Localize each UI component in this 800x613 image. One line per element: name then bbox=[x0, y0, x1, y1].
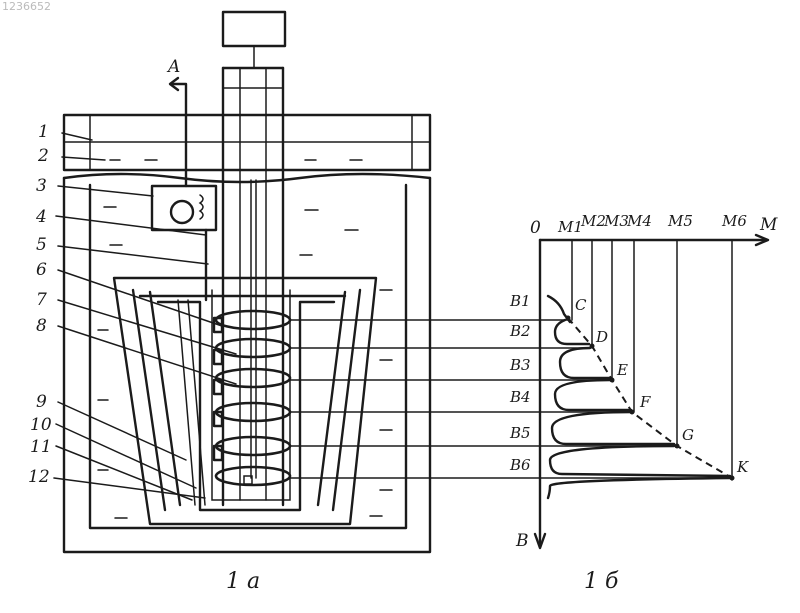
part-label-3: 3 bbox=[36, 176, 47, 196]
motor bbox=[223, 12, 285, 46]
m-label-1: M1 bbox=[557, 218, 583, 236]
part-label-11: 11 bbox=[30, 437, 52, 457]
b-label-3: B3 bbox=[509, 356, 531, 374]
apparatus: A 1 2 3 4 5 6 7 8 9 10 11 12 bbox=[28, 12, 730, 552]
m-label-4: M4 bbox=[626, 212, 652, 230]
caption-a: 1 a bbox=[226, 569, 260, 594]
outer-vessel bbox=[64, 178, 430, 552]
hairpin-traces bbox=[548, 296, 730, 498]
part-label-10: 10 bbox=[30, 415, 52, 435]
m-label-2: M2 bbox=[580, 212, 606, 230]
part-label-2: 2 bbox=[37, 146, 49, 166]
m-label-5: M5 bbox=[667, 212, 693, 230]
b-label-1: B1 bbox=[509, 292, 531, 310]
b-label-6: B6 bbox=[509, 456, 531, 474]
point-label-e: E bbox=[616, 361, 628, 379]
part-label-4: 4 bbox=[35, 207, 47, 227]
profile-diagram: 0 M B M1 M2 M3 M4 M5 M6 B1 B2 B3 B4 B5 B… bbox=[509, 212, 778, 551]
b-label-4: B4 bbox=[509, 388, 531, 406]
b-label-5: B5 bbox=[509, 424, 531, 442]
part-label-1: 1 bbox=[38, 122, 49, 142]
x-axis-label: M bbox=[759, 215, 778, 235]
probes bbox=[214, 318, 222, 460]
part-label-12: 12 bbox=[28, 467, 50, 487]
y-axis-label: B bbox=[515, 531, 529, 551]
part-label-9: 9 bbox=[36, 392, 47, 412]
m-label-6: M6 bbox=[721, 212, 747, 230]
part-label-5: 5 bbox=[36, 235, 47, 255]
part-label-6: 6 bbox=[36, 260, 47, 280]
conical-vessels bbox=[114, 278, 376, 524]
arrow-label-a: A bbox=[166, 57, 180, 77]
lid bbox=[64, 115, 430, 170]
point-label-g: G bbox=[682, 426, 694, 444]
part-label-8: 8 bbox=[36, 316, 47, 336]
point-label-c: C bbox=[575, 296, 587, 314]
leader-lines bbox=[54, 133, 236, 500]
caption-b: 1 б bbox=[584, 569, 619, 594]
point-label-f: F bbox=[639, 393, 651, 411]
break-line bbox=[64, 174, 430, 182]
part-label-7: 7 bbox=[36, 290, 47, 310]
heater-coil bbox=[216, 311, 290, 485]
sensor bbox=[152, 186, 216, 300]
origin-label: 0 bbox=[530, 218, 541, 238]
b-label-2: B2 bbox=[509, 322, 531, 340]
watermark: 1236652 bbox=[2, 0, 51, 13]
point-label-d: D bbox=[595, 328, 608, 346]
m-label-3: M3 bbox=[603, 212, 629, 230]
point-label-k: K bbox=[736, 458, 749, 476]
